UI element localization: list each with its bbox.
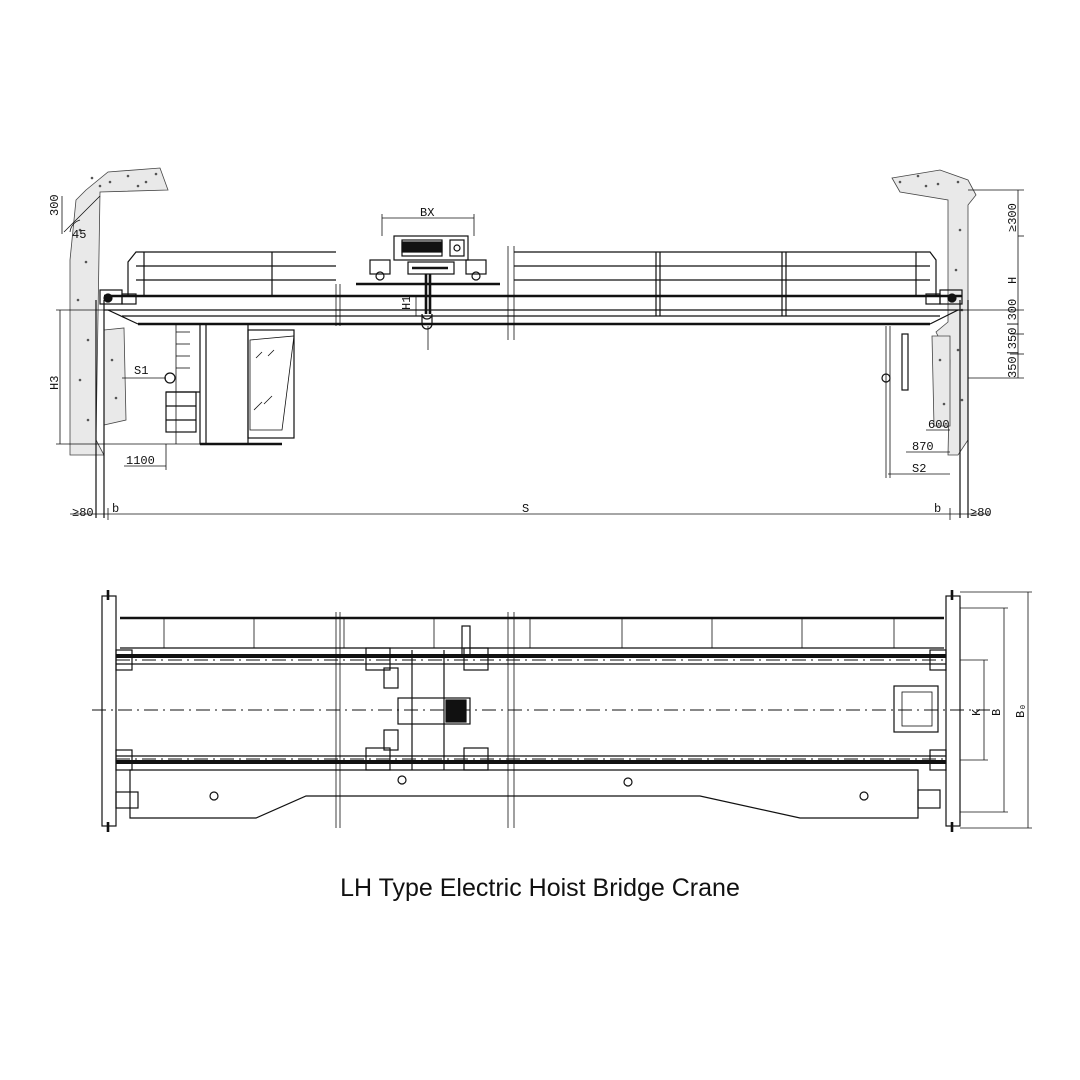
- dim-span-s: S: [522, 502, 529, 516]
- right-wall-concrete: [891, 169, 977, 456]
- dim-ge300: ≥300: [1006, 203, 1020, 232]
- plan-view: K B B₀: [92, 590, 1032, 832]
- end-carriage-right: [925, 289, 963, 305]
- plan-cab-inner: [901, 691, 933, 727]
- elevation-view: BX H1 H3 S1 H ≥300 300 45 1100 600 870 S…: [48, 167, 1024, 520]
- hoist-trolley: [356, 235, 500, 350]
- dim-bx: BX: [420, 206, 434, 220]
- dim-h: H: [1006, 277, 1020, 284]
- dim-ge80-left: ≥80: [72, 506, 94, 520]
- diagram-caption: LH Type Electric Hoist Bridge Crane: [340, 874, 740, 902]
- dim-s1: S1: [134, 364, 148, 378]
- plan-platform-bolts: [209, 775, 869, 801]
- dim-h1: H1: [400, 296, 414, 310]
- elevation-dimensions: [56, 189, 1024, 520]
- dim-600: 600: [928, 418, 950, 432]
- walkway-railing: [127, 251, 937, 316]
- dim-b-left: b: [112, 502, 119, 516]
- dim-b0: B₀: [1014, 704, 1028, 718]
- plan-walkway: [120, 616, 944, 649]
- dim-ge80-right: ≥80: [970, 506, 992, 520]
- dim-k: K: [970, 708, 984, 716]
- dim-300: 300: [48, 194, 62, 216]
- plan-end-carriage-left: [101, 590, 139, 832]
- plan-dimensions: [960, 591, 1032, 829]
- right-hook-assembly: [881, 326, 909, 478]
- dim-h3: H3: [48, 376, 62, 390]
- dim-870: 870: [912, 440, 934, 454]
- plan-girders: [92, 612, 990, 828]
- left-wall-hatching: [76, 172, 158, 422]
- dim-b: B: [990, 709, 1004, 716]
- right-wall-hatching: [898, 174, 964, 406]
- plan-cab: [893, 685, 939, 733]
- plan-trolley: [365, 625, 489, 771]
- dim-1100: 1100: [126, 454, 155, 468]
- dim-350-300: 350|350|300: [1006, 299, 1020, 378]
- dim-b-right: b: [934, 502, 941, 516]
- plan-end-carriage-right: [917, 590, 961, 832]
- end-carriage-left: [99, 289, 137, 305]
- plan-platform: [129, 769, 919, 819]
- dim-s2: S2: [912, 462, 926, 476]
- operator-cab: [164, 323, 295, 446]
- dim-45: 45: [72, 228, 86, 242]
- main-girder: [104, 246, 962, 340]
